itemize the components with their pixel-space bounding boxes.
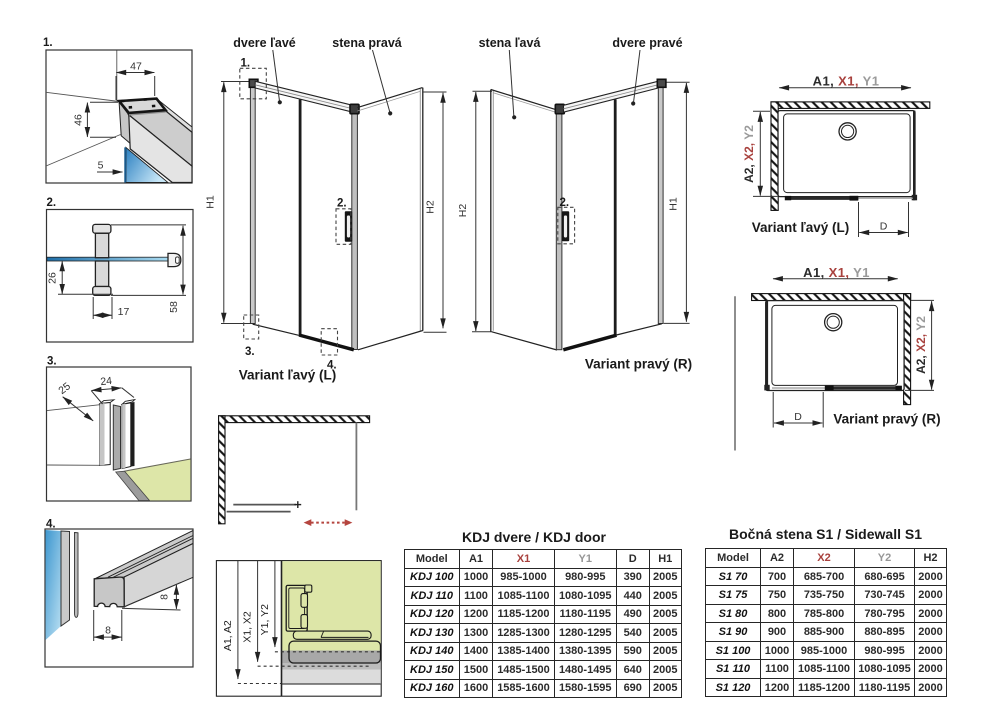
- svg-text:24: 24: [100, 375, 113, 388]
- svg-text:26: 26: [47, 272, 59, 284]
- svg-text:1.: 1.: [241, 58, 251, 70]
- svg-text:5: 5: [98, 160, 104, 172]
- svg-text:58: 58: [168, 301, 180, 313]
- svg-text:4.: 4.: [327, 360, 337, 372]
- svg-text:dvere pravé: dvere pravé: [612, 36, 682, 50]
- svg-text:A1, A2: A1, A2: [222, 620, 234, 651]
- svg-text:H2: H2: [425, 200, 437, 214]
- svg-text:17: 17: [118, 306, 130, 318]
- svg-text:47: 47: [130, 61, 142, 73]
- svg-text:2.: 2.: [47, 197, 57, 209]
- svg-text:4.: 4.: [46, 519, 56, 531]
- svg-text:2.: 2.: [560, 197, 570, 209]
- svg-text:2.: 2.: [337, 198, 347, 210]
- svg-text:Variant pravý (R): Variant pravý (R): [833, 412, 940, 427]
- svg-text:D: D: [880, 221, 888, 233]
- svg-text:3.: 3.: [245, 346, 255, 358]
- svg-text:A1, X1, Y1: A1, X1, Y1: [803, 265, 870, 280]
- svg-text:A2, X2, Y2: A2, X2, Y2: [914, 316, 928, 374]
- svg-text:H1: H1: [668, 197, 680, 211]
- svg-text:8: 8: [159, 594, 171, 600]
- svg-text:Variant ľavý (L): Variant ľavý (L): [239, 368, 337, 383]
- svg-text:stena pravá: stena pravá: [332, 36, 402, 50]
- svg-text:Variant pravý (R): Variant pravý (R): [585, 357, 692, 372]
- svg-text:D: D: [794, 411, 802, 423]
- svg-text:A1, X1, Y1: A1, X1, Y1: [813, 74, 880, 89]
- svg-text:dvere ľavé: dvere ľavé: [233, 36, 296, 50]
- svg-text:3.: 3.: [47, 356, 57, 368]
- svg-text:X1, X2: X1, X2: [242, 611, 254, 643]
- svg-text:8: 8: [105, 625, 111, 637]
- svg-text:H2: H2: [457, 204, 469, 218]
- svg-text:Variant ľavý (L): Variant ľavý (L): [752, 220, 850, 235]
- svg-text:1.: 1.: [43, 37, 53, 49]
- svg-text:H1: H1: [205, 195, 217, 209]
- svg-text:46: 46: [73, 114, 85, 126]
- svg-text:Y1, Y2: Y1, Y2: [259, 604, 271, 635]
- svg-text:stena ľavá: stena ľavá: [479, 36, 541, 50]
- svg-text:A2, X2, Y2: A2, X2, Y2: [742, 125, 756, 183]
